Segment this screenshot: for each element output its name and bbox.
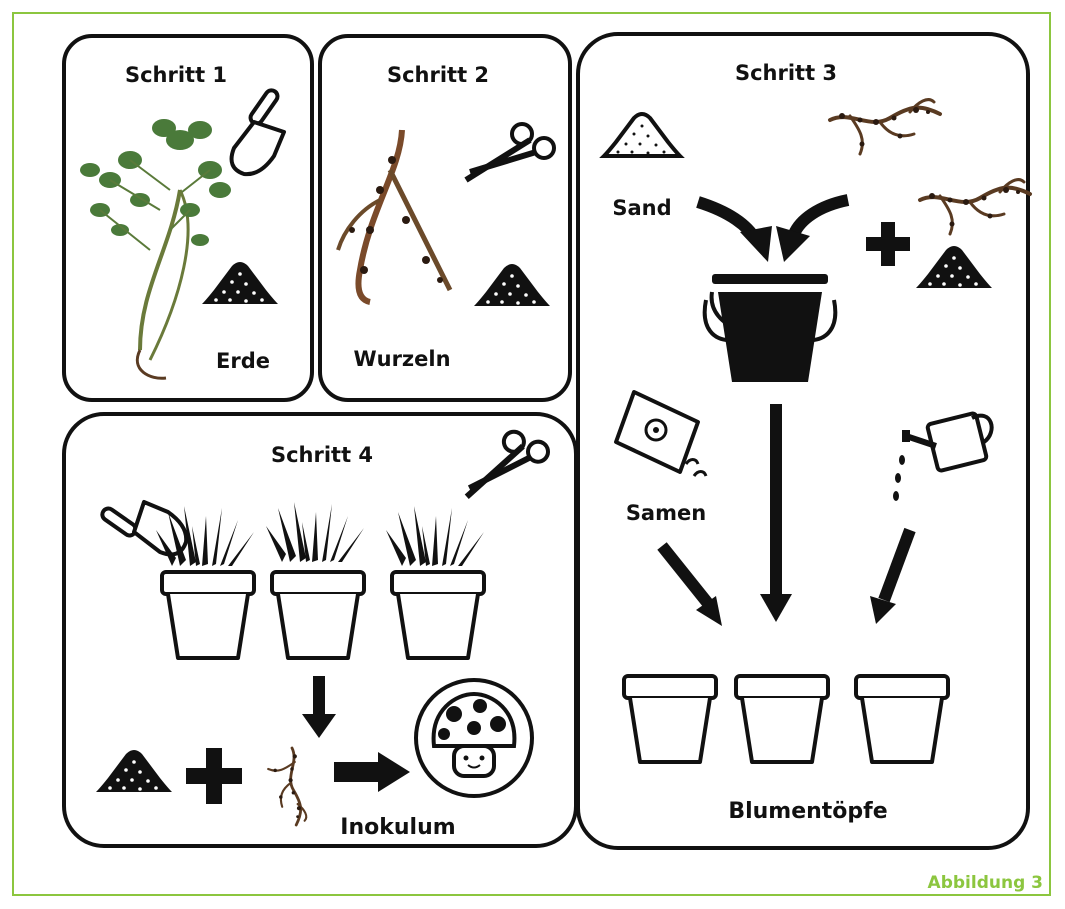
figure-caption: Abbildung 3 (928, 873, 1043, 893)
flower-pot-icon (272, 572, 364, 658)
step3-title: Schritt 3 (735, 61, 837, 85)
inoculum-label: Inokulum (340, 815, 455, 840)
seeds-label: Samen (626, 501, 706, 525)
step1-title: Schritt 1 (125, 63, 227, 87)
mushroom-icon (416, 680, 532, 796)
flower-pot-icon (162, 572, 254, 658)
flower-pot-icon (624, 676, 716, 762)
sand-label: Sand (612, 196, 671, 220)
step2-title: Schritt 2 (387, 63, 489, 87)
flower-pot-icon (392, 572, 484, 658)
step4-title: Schritt 4 (271, 443, 373, 467)
pots-label: Blumentöpfe (728, 799, 887, 824)
flower-pot-icon (736, 676, 828, 762)
roots-label: Wurzeln (353, 347, 450, 371)
flower-pot-icon (856, 676, 948, 762)
soil-label: Erde (216, 349, 270, 373)
